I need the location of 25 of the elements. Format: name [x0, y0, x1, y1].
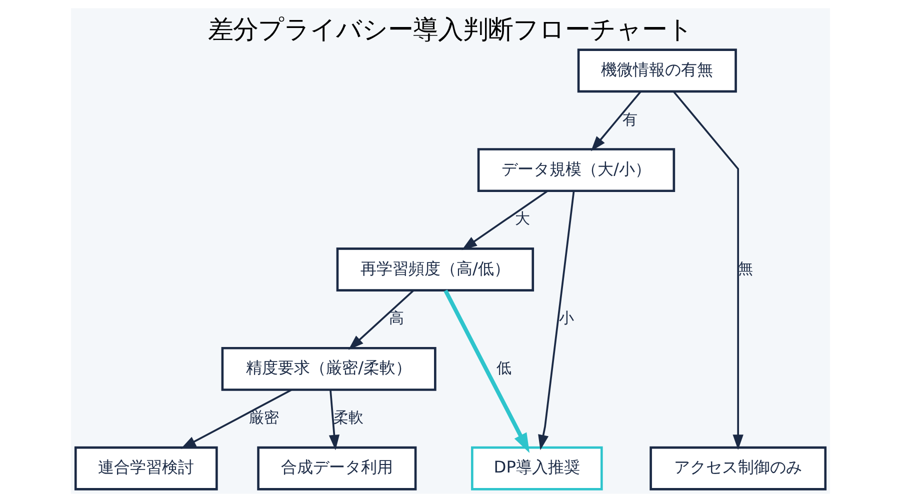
edge-label: 厳密 [248, 408, 279, 427]
node-box: データ規模（大/小） [476, 148, 675, 192]
edge-label: 高 [388, 309, 404, 328]
edge-label: 低 [496, 358, 511, 377]
node-box: DP導入推奨 [470, 446, 602, 490]
node-box: 連合学習検討 [74, 446, 218, 490]
node-box: 再学習頻度（高/低） [336, 248, 534, 292]
edge-label: 無 [738, 259, 753, 278]
arrow [328, 390, 340, 450]
edge-label: 有 [622, 110, 637, 128]
edge-label: 柔軟 [332, 408, 363, 427]
node-box: 機微情報の有無 [576, 48, 736, 93]
arrow [348, 290, 414, 350]
edge-label: 大 [514, 210, 530, 228]
arrow [443, 290, 530, 453]
diagram-title: 差分プライバシー導入判断フローチャート [208, 14, 692, 44]
node-box: アクセス制御のみ [649, 446, 826, 490]
arrow [461, 190, 548, 250]
arrow [180, 389, 292, 449]
arrow [538, 191, 574, 450]
arrow [672, 91, 743, 450]
node-box: 合成データ利用 [256, 446, 416, 490]
arrow [590, 91, 641, 152]
node-box: 精度要求（厳密/柔軟） [220, 346, 436, 391]
edge-label: 小 [558, 309, 574, 328]
